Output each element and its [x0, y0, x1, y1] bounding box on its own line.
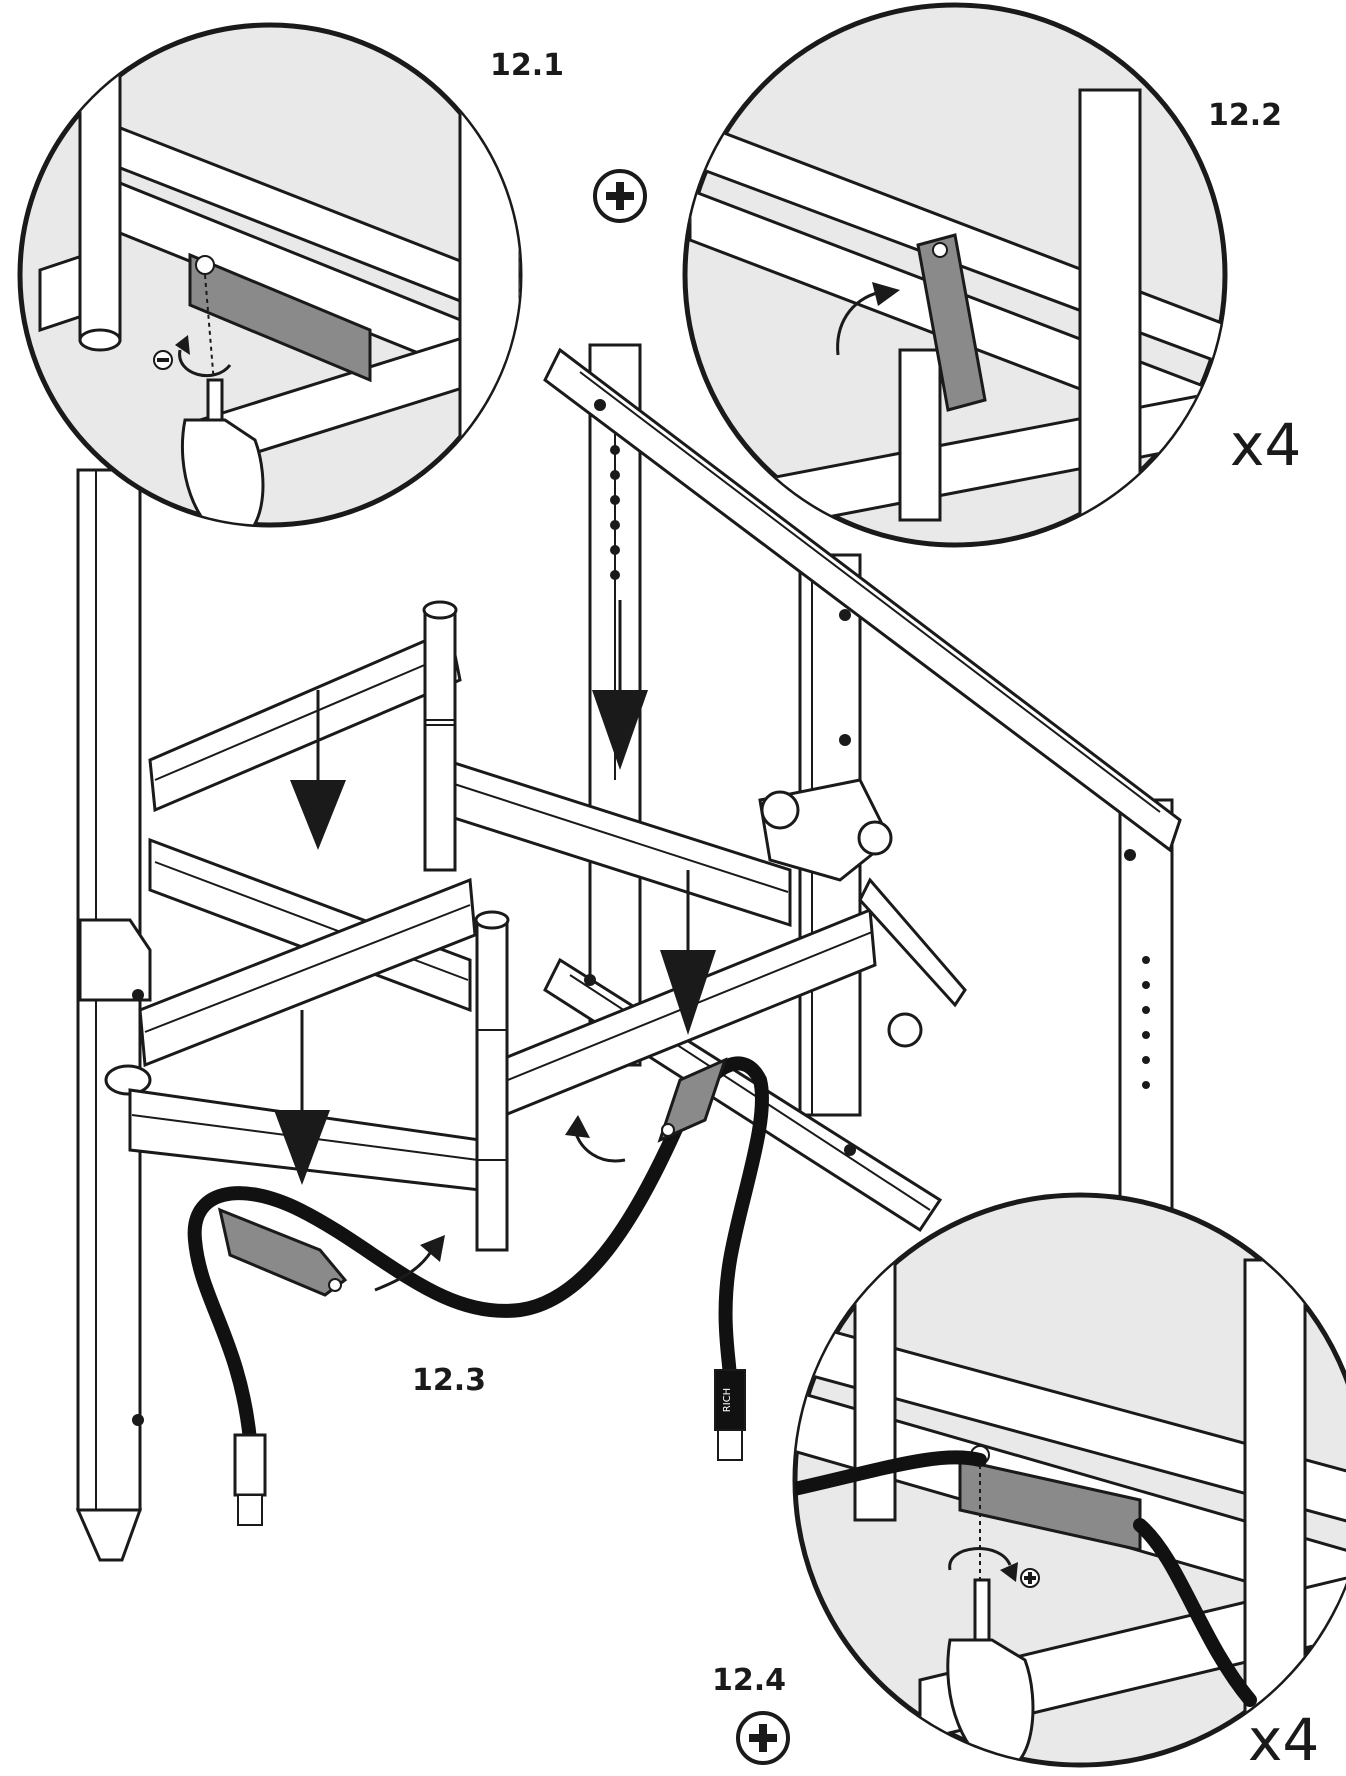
detail-view-12-2 — [682, 2, 1228, 548]
curved-arrow-icon — [565, 1115, 626, 1163]
down-arrow-icon — [290, 690, 346, 850]
detail-view-12-1 — [17, 22, 523, 528]
quantity-label-12-2: x4 — [1230, 411, 1301, 479]
quantity-label-12-4: x4 — [1248, 1706, 1319, 1774]
phillips-screwdriver-icon — [946, 1578, 1035, 1765]
down-arrow-icon — [274, 1010, 330, 1185]
cable-clip — [217, 1207, 348, 1297]
rotate-clockwise-icon — [948, 1547, 1018, 1582]
plus-icon — [593, 169, 647, 223]
detail-view-12-4 — [792, 1192, 1346, 1768]
cable-brand-label: RICH — [722, 1388, 733, 1412]
down-arrow-icon — [660, 870, 716, 1035]
rotate-counterclockwise-icon — [175, 335, 232, 378]
minus-icon — [153, 350, 173, 370]
hinge-column-left — [422, 600, 458, 872]
mount-vertical-rail-right — [1118, 798, 1174, 1222]
hinge-column-right — [474, 910, 510, 1252]
step-label-12-3: 12.3 — [412, 1363, 486, 1398]
wall-rail — [75, 468, 152, 1562]
cable-brand-label: RICH — [242, 1453, 253, 1477]
step-label-12-4: 12.4 — [712, 1663, 786, 1698]
down-arrow-icon — [592, 600, 648, 770]
mount-diagonal-bar-upper — [543, 347, 1182, 861]
curved-arrow-icon — [836, 282, 900, 356]
step-label-12-2: 12.2 — [1208, 98, 1282, 133]
plus-icon — [1020, 1568, 1040, 1588]
tilt-knob-assembly — [758, 778, 967, 1048]
curved-arrow-icon — [374, 1235, 445, 1292]
cable-clip — [657, 1057, 728, 1143]
plus-icon — [736, 1711, 790, 1765]
phillips-screwdriver-icon — [180, 378, 265, 525]
main-assembly — [75, 343, 1182, 1562]
step-label-12-1: 12.1 — [490, 48, 564, 83]
hdmi-cable — [187, 1056, 770, 1526]
